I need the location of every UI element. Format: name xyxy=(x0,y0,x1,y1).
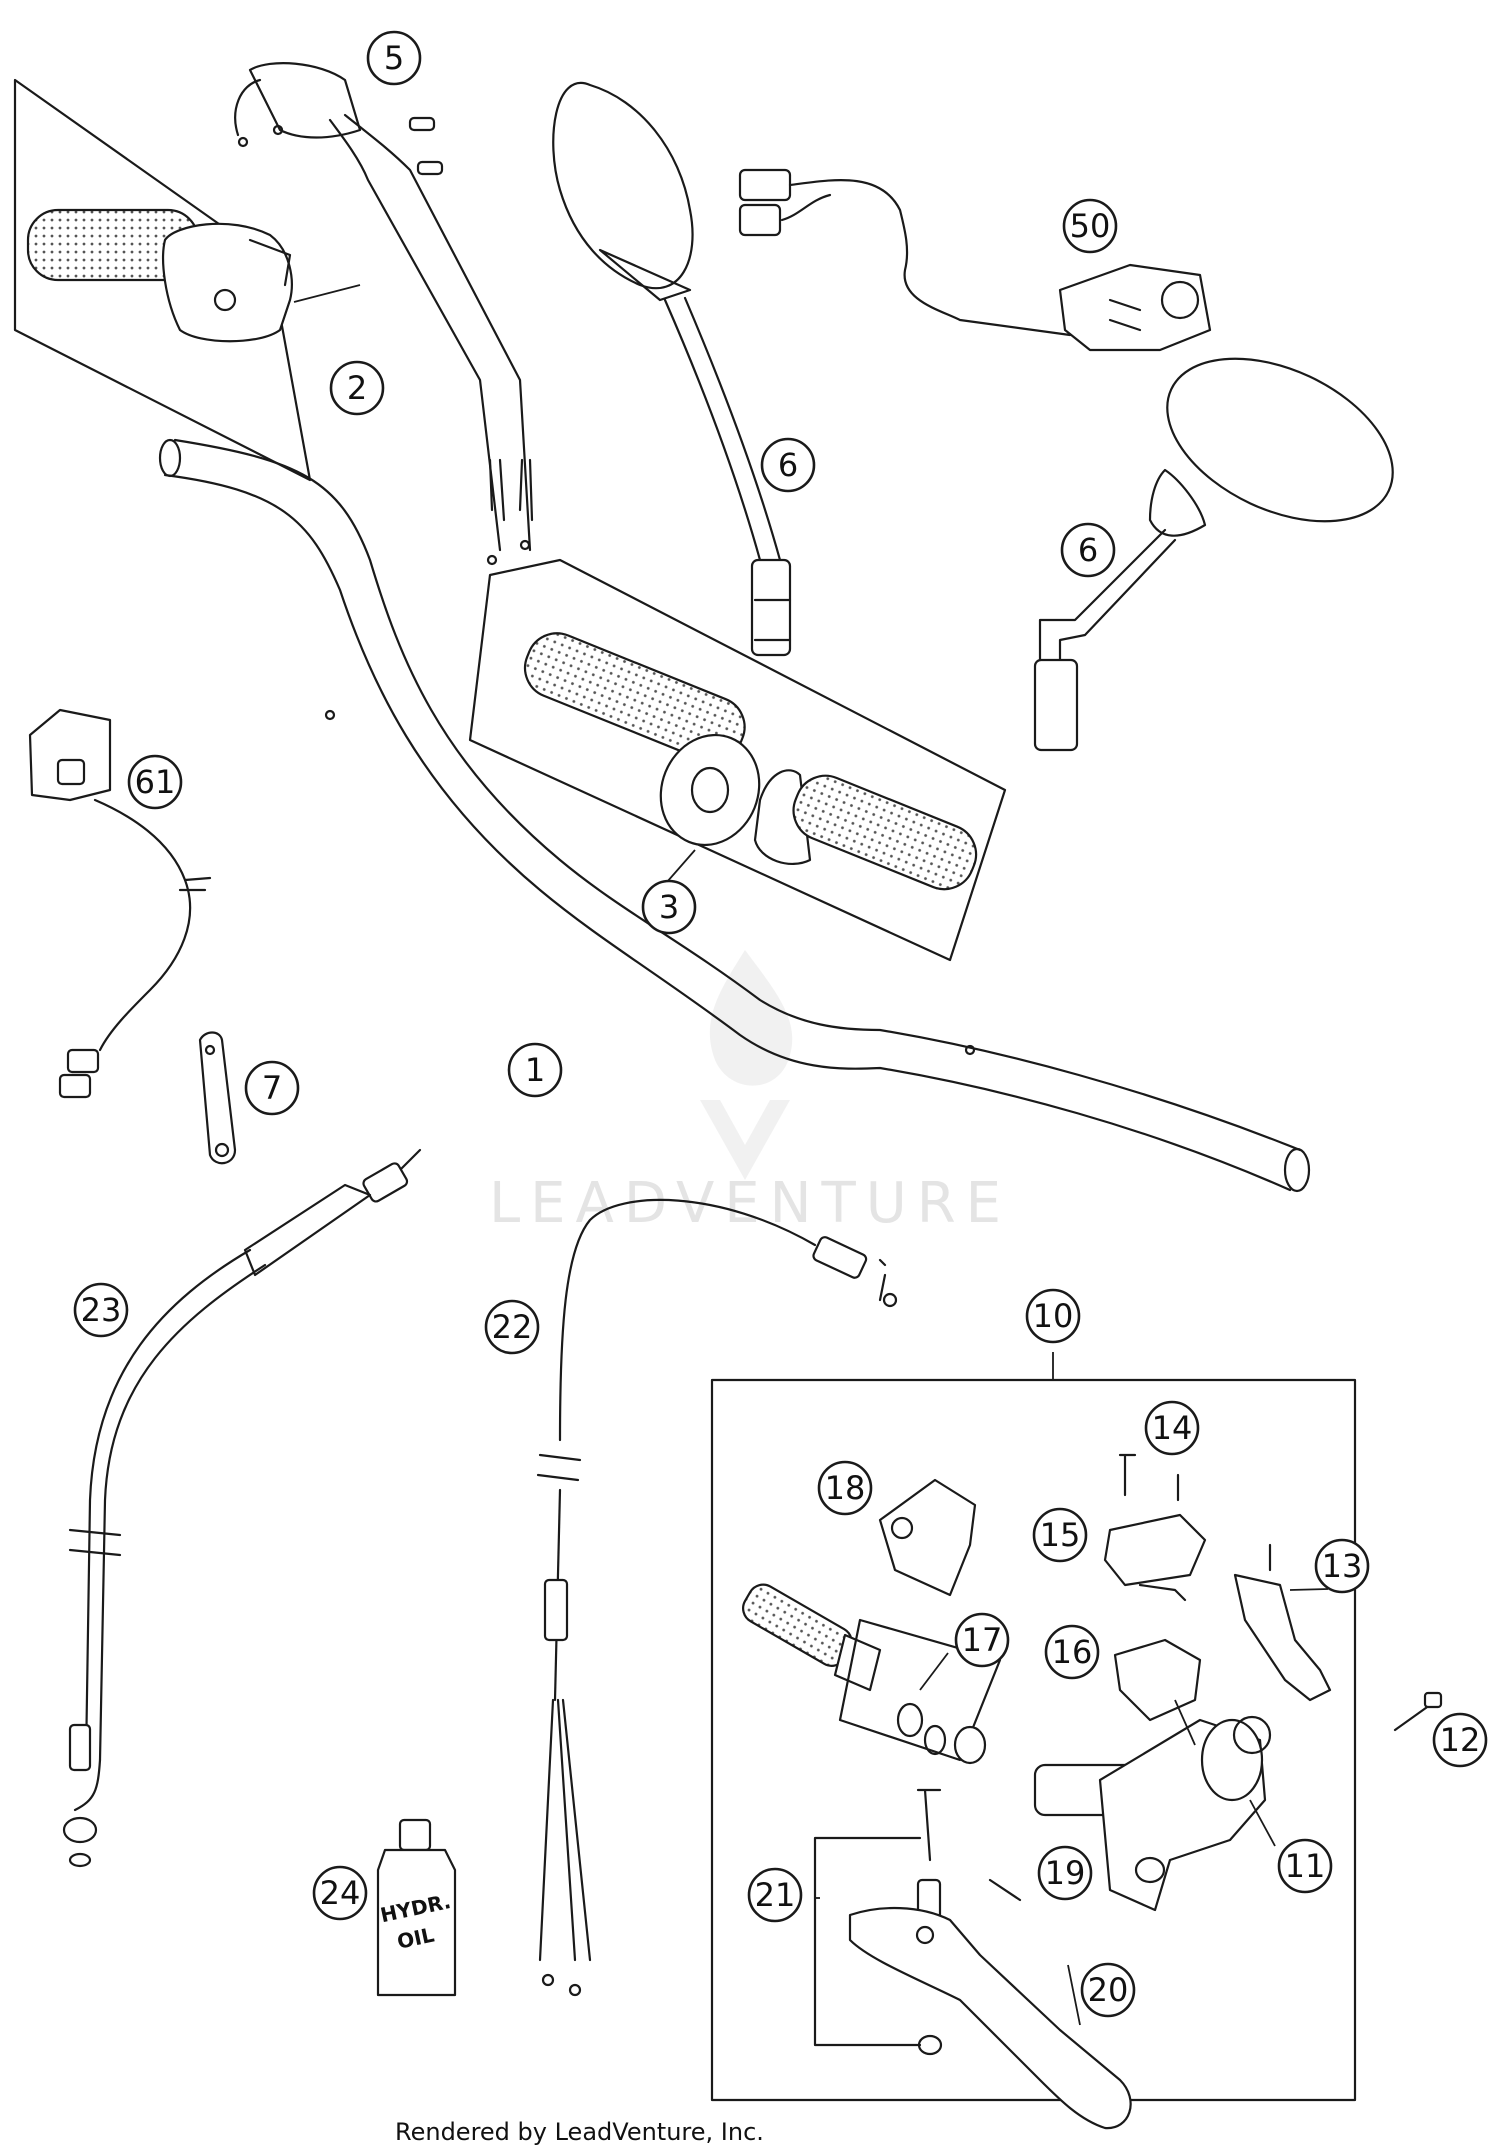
callout-24[interactable]: 24 xyxy=(312,1865,368,1921)
svg-text:6: 6 xyxy=(778,446,798,484)
svg-text:24: 24 xyxy=(320,1874,361,1912)
callouts: 1 2 3 5 6 6 7 10 11 12 13 14 15 16 17 18… xyxy=(73,30,1488,2018)
callout-20[interactable]: 20 xyxy=(1080,1962,1136,2018)
svg-text:20: 20 xyxy=(1088,1971,1129,2009)
svg-text:6: 6 xyxy=(1078,531,1098,569)
svg-text:1: 1 xyxy=(525,1051,545,1089)
callout-23[interactable]: 23 xyxy=(73,1282,129,1338)
part-grips xyxy=(468,558,1007,962)
svg-text:3: 3 xyxy=(659,888,679,926)
callout-1[interactable]: 1 xyxy=(507,1042,563,1098)
callout-21[interactable]: 21 xyxy=(747,1867,803,1923)
callout-17[interactable]: 17 xyxy=(954,1612,1010,1668)
part-mirror-left xyxy=(552,81,792,657)
part-light-switch xyxy=(738,168,1212,352)
callout-5[interactable]: 5 xyxy=(366,30,422,86)
callout-11[interactable]: 11 xyxy=(1277,1838,1333,1894)
svg-text:17: 17 xyxy=(962,1621,1003,1659)
svg-text:61: 61 xyxy=(135,763,176,801)
callout-6b[interactable]: 6 xyxy=(1060,522,1116,578)
callout-61[interactable]: 61 xyxy=(127,754,183,810)
svg-text:13: 13 xyxy=(1322,1547,1363,1585)
callout-10[interactable]: 10 xyxy=(1025,1288,1081,1344)
svg-text:10: 10 xyxy=(1033,1297,1074,1335)
footer-credit: Rendered by LeadVenture, Inc. xyxy=(395,2118,764,2146)
callout-12[interactable]: 12 xyxy=(1432,1712,1488,1768)
svg-text:50: 50 xyxy=(1070,207,1111,245)
svg-text:18: 18 xyxy=(825,1469,866,1507)
svg-text:11: 11 xyxy=(1285,1847,1326,1885)
callout-14[interactable]: 14 xyxy=(1144,1400,1200,1456)
callout-50[interactable]: 50 xyxy=(1062,198,1118,254)
watermark-logo-icon xyxy=(700,950,793,1180)
callout-3[interactable]: 3 xyxy=(641,879,697,935)
part-mirror-right xyxy=(1033,357,1394,752)
svg-text:22: 22 xyxy=(492,1308,533,1346)
callout-19[interactable]: 19 xyxy=(1037,1845,1093,1901)
callout-2[interactable]: 2 xyxy=(329,360,385,416)
svg-text:16: 16 xyxy=(1052,1633,1093,1671)
callout-6a[interactable]: 6 xyxy=(760,437,816,493)
svg-text:23: 23 xyxy=(81,1291,122,1329)
part-bracket xyxy=(198,1031,237,1165)
part-kill-switch xyxy=(28,708,212,1099)
svg-text:21: 21 xyxy=(755,1876,796,1914)
svg-text:12: 12 xyxy=(1440,1721,1481,1759)
svg-text:7: 7 xyxy=(262,1069,282,1107)
svg-text:15: 15 xyxy=(1040,1516,1081,1554)
svg-text:5: 5 xyxy=(384,39,404,77)
part-clutch-hose xyxy=(62,1148,422,1868)
part-hydraulic-oil: HYDR. OIL xyxy=(376,1818,457,1997)
part-throttle-cables xyxy=(234,62,534,566)
callout-18[interactable]: 18 xyxy=(817,1460,873,1516)
part-throttle-grip xyxy=(13,78,312,482)
watermark-text: LEADVENTURE xyxy=(489,1171,1011,1236)
part-clutch-cable xyxy=(536,1198,898,1997)
callout-13[interactable]: 13 xyxy=(1314,1538,1370,1594)
part-screw xyxy=(1393,1691,1443,1732)
svg-text:14: 14 xyxy=(1152,1409,1193,1447)
part-brake-master-cylinder-assembly xyxy=(710,1378,1357,2130)
callout-16[interactable]: 16 xyxy=(1044,1624,1100,1680)
callout-15[interactable]: 15 xyxy=(1032,1507,1088,1563)
svg-text:19: 19 xyxy=(1045,1854,1086,1892)
svg-text:2: 2 xyxy=(347,369,367,407)
callout-22[interactable]: 22 xyxy=(484,1299,540,1355)
part-handlebar xyxy=(158,438,1311,1193)
callout-7[interactable]: 7 xyxy=(244,1060,300,1116)
